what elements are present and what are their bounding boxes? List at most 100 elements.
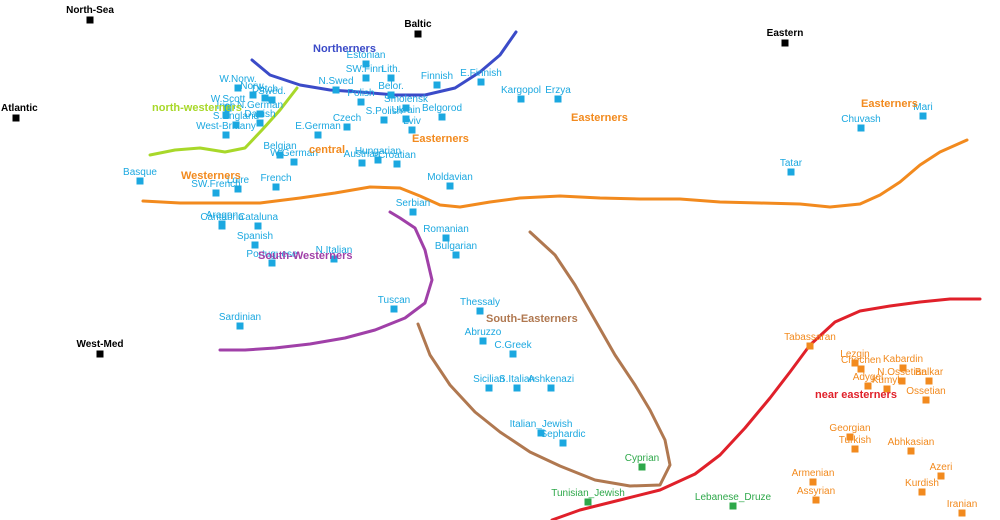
point-marker-assyrian — [812, 496, 820, 504]
point-label-kurdish: Kurdish — [905, 478, 939, 489]
point-marker-tuscan — [390, 305, 398, 313]
point-marker-smolensk — [402, 104, 410, 112]
point-label-lith: Lith. — [382, 64, 401, 75]
group-label-south-westerners-8: South-Westerners — [258, 250, 353, 262]
point-marker-azeri — [937, 472, 945, 480]
group-label-north-westerners-2: north-westerners — [152, 102, 242, 114]
anchor-label-west-med: West-Med — [76, 339, 123, 350]
point-label-e-german: E.German — [295, 121, 341, 132]
point-marker-chechen — [857, 365, 865, 373]
point-marker-swed — [268, 96, 276, 104]
point-label-erzya: Erzya — [545, 85, 571, 96]
point-marker-abhkasian — [907, 447, 915, 455]
point-marker-czech — [343, 123, 351, 131]
point-label-croatian: Croatian — [378, 150, 416, 161]
point-label-abhkasian: Abhkasian — [888, 437, 935, 448]
point-marker-ukrain — [402, 115, 410, 123]
point-label-lviv: Lviv — [403, 116, 421, 127]
point-label-kumyk: Kumyk — [872, 375, 904, 386]
point-label-estonian: Estonian — [347, 50, 386, 61]
point-label-w-scott: W.Scott — [211, 94, 246, 105]
point-marker-turkish — [851, 445, 859, 453]
point-marker-iranian — [958, 509, 966, 517]
group-label-easterners-4: Easterners — [412, 133, 469, 145]
point-marker-ossetian — [922, 396, 930, 404]
point-marker-n-german — [256, 110, 264, 118]
point-label-sicilian: Sicilian — [473, 374, 505, 385]
point-marker-balkar — [925, 377, 933, 385]
point-label-swed: Swed. — [258, 86, 286, 97]
point-label-belor: Belor. — [378, 81, 404, 92]
point-marker-romanian — [442, 234, 450, 242]
point-marker-portuguese — [268, 259, 276, 267]
point-marker-finnish — [433, 81, 441, 89]
point-label-chechen: Chechen — [841, 355, 881, 366]
point-marker-spanish — [251, 241, 259, 249]
point-label-assyrian: Assyrian — [797, 486, 835, 497]
point-marker-kabardin — [899, 364, 907, 372]
point-marker-ashkenazi — [547, 384, 555, 392]
point-label-ossetian: Ossetian — [906, 386, 945, 397]
point-label-italian-jewish: Italian_Jewish — [510, 419, 573, 430]
point-marker-chuvash — [857, 124, 865, 132]
point-label-aragon: Aragon — [206, 210, 238, 221]
point-label-balkar: Balkar — [915, 367, 944, 378]
point-label-adygei: Adygei — [853, 372, 884, 383]
point-marker-lezgin — [851, 359, 859, 367]
point-label-romanian: Romanian — [423, 224, 469, 235]
point-marker-tatar — [787, 168, 795, 176]
point-label-finnish: Finnish — [421, 71, 453, 82]
point-marker-e-german — [314, 131, 322, 139]
group-labels: Northernersnorth-westernerscentralEaster… — [152, 43, 918, 401]
point-label-cantabria: Cantabria — [200, 212, 244, 223]
point-marker-sw-french — [212, 189, 220, 197]
point-label-french: French — [260, 173, 291, 184]
boundary-line-4 — [218, 210, 434, 352]
point-marker-cyprian — [638, 463, 646, 471]
point-label-belgorod: Belgorod — [422, 103, 462, 114]
point-marker-sardinian — [236, 322, 244, 330]
point-label-n-german: N.German — [237, 100, 283, 111]
point-marker-w-norw — [234, 84, 242, 92]
point-marker-w-scott — [224, 104, 232, 112]
point-label-c-greek: C.Greek — [494, 340, 532, 351]
point-label-georgian: Georgian — [829, 423, 870, 434]
point-marker-serbian — [409, 208, 417, 216]
point-label-ashkenazi: Ashkenazi — [528, 374, 574, 385]
point-label-sw-french: SW.French — [191, 179, 240, 190]
point-label-irish: Irish — [217, 101, 236, 112]
point-label-belgian: Belgian — [263, 141, 296, 152]
point-label-austrian: Austrian — [344, 149, 381, 160]
anchor-label-baltic: Baltic — [404, 19, 432, 30]
point-label-west-brittany: West-Brittany — [196, 121, 256, 132]
point-marker-cataluna — [254, 222, 262, 230]
point-label-tatar: Tatar — [780, 158, 803, 169]
point-marker-lviv — [408, 126, 416, 134]
point-marker-hungarian — [374, 156, 382, 164]
point-marker-danish — [256, 119, 264, 127]
point-label-s-england: S.England — [213, 111, 259, 122]
boundary-line-1 — [250, 30, 518, 97]
point-label-abruzzo: Abruzzo — [465, 327, 502, 338]
boundary-lines — [141, 30, 982, 520]
point-marker-austrian — [358, 159, 366, 167]
point-marker-lebanese-druze — [729, 502, 737, 510]
point-label-loire: Loire — [227, 175, 250, 186]
point-marker-erzya — [554, 95, 562, 103]
anchor-label-atlantic: Atlantic — [1, 103, 38, 114]
point-marker-basque — [136, 177, 144, 185]
group-label-easterners-6: Easterners — [861, 98, 918, 110]
point-marker-abruzzo — [479, 337, 487, 345]
point-label-turkish: Turkish — [839, 435, 871, 446]
point-marker-s-polish — [380, 116, 388, 124]
point-label-lebanese-druze: Lebanese_Druze — [695, 492, 772, 503]
point-marker-loire — [234, 185, 242, 193]
group-label-easterners-5: Easterners — [571, 112, 628, 124]
point-marker-s-italian — [513, 384, 521, 392]
point-label-chuvash: Chuvash — [841, 114, 880, 125]
point-marker-armenian — [809, 478, 817, 486]
anchor-label-eastern: Eastern — [767, 28, 804, 39]
point-marker-n-swed — [332, 86, 340, 94]
point-label-tuscan: Tuscan — [378, 295, 410, 306]
